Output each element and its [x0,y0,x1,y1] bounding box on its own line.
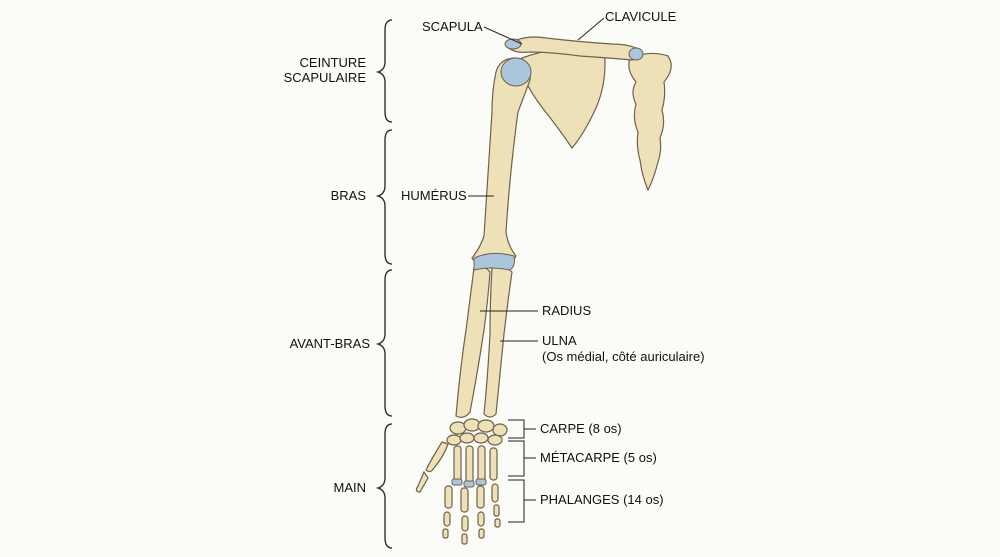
label-carpe: CARPE (8 os) [540,421,622,436]
label-phalanges: PHALANGES (14 os) [540,492,664,507]
label-ulna: ULNA [542,333,577,348]
radius-bone [455,266,491,418]
label-humerus: HUMÉRUS [401,188,467,203]
label-clavicule: CLAVICULE [605,9,677,24]
bracket-metacarpe [508,440,536,477]
label-scapula: SCAPULA [422,19,483,34]
brace-main [375,423,393,549]
label-radius: RADIUS [542,303,591,318]
label-ulna-note: (Os médial, côté auriculaire) [542,349,705,364]
humerus-bone [471,57,531,269]
bracket-phalanges [508,479,536,523]
label-avant-bras: AVANT-BRAS [290,336,371,351]
label-ceinture-line2: SCAPULAIRE [284,70,367,85]
brace-ceinture [375,19,393,123]
scapula-bone [521,46,606,149]
bones [415,36,672,545]
label-bras: BRAS [331,188,367,203]
label-metacarpe: MÉTACARPE (5 os) [540,450,657,465]
sternum-bone [628,52,672,192]
bracket-carpe [508,419,536,439]
leader-clavicule [577,17,605,41]
brace-bras [375,129,393,265]
ulna-bone [483,266,513,418]
metacarpal-bones [425,441,498,485]
carpal-bones [446,418,508,446]
label-ceinture-line1: CEINTURE [300,55,367,70]
brace-avant-bras [375,269,393,417]
leader-scapula [483,26,523,45]
phalanx-bones [415,470,501,545]
label-main: MAIN [334,480,367,495]
